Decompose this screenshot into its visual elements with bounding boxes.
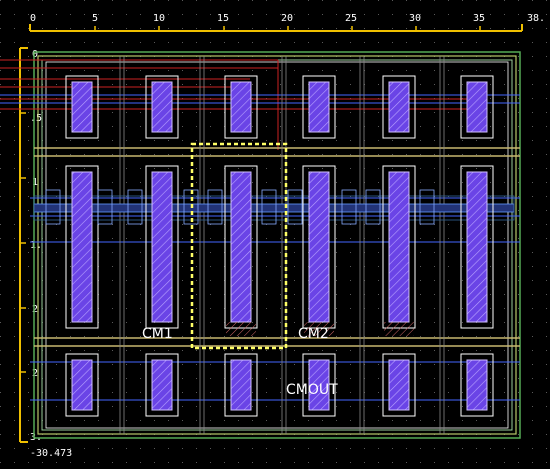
gate-fingers [45, 189, 435, 225]
top-tick-label: 0 [30, 13, 36, 24]
instance-label-cm1[interactable]: CM1 [142, 326, 173, 342]
left-tick-label: 2 [32, 368, 38, 379]
coordinate-readout: -30.473 [30, 448, 72, 459]
top-row-contacts [65, 75, 494, 139]
instance-label-cm2[interactable]: CM2 [298, 326, 329, 342]
selection-box[interactable] [190, 142, 288, 350]
column-boundaries [119, 56, 445, 434]
top-tick-label: 25 [345, 13, 357, 24]
left-tick-label: 1 [32, 177, 38, 188]
bottom-row-contacts [65, 353, 494, 417]
left-tick-label: .5 [30, 113, 42, 124]
cell-boundary [33, 51, 521, 439]
top-tick-label: 10 [153, 13, 165, 24]
top-ruler[interactable]: 0 5 10 15 20 25 30 35 38. [29, 13, 545, 32]
diffusion-hatch [226, 322, 414, 336]
top-tick-label: 35 [473, 13, 485, 24]
top-tick-label: 20 [281, 13, 293, 24]
left-tick-label: 0 [32, 49, 38, 60]
top-tick-label: 30 [409, 13, 421, 24]
instance-label-cmout[interactable]: CMOUT [286, 382, 338, 398]
top-tick-label: 38. [527, 13, 545, 24]
top-tick-label: 15 [217, 13, 229, 24]
middle-row-transistors [65, 165, 494, 329]
top-tick-label: 5 [92, 13, 98, 24]
gate-strip [33, 195, 515, 221]
left-tick-label: 1. [30, 240, 42, 251]
row-separators [34, 147, 520, 347]
left-tick-label: 2 [32, 304, 38, 315]
